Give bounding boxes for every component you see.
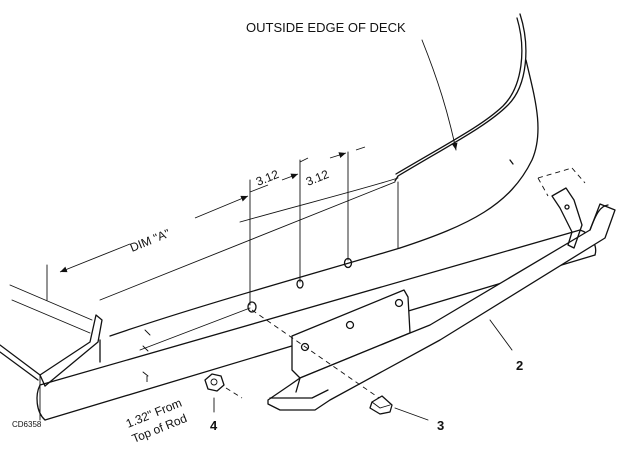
left-flange [0, 284, 103, 421]
callout-3: 3 [437, 418, 444, 433]
nut [204, 373, 243, 399]
callout-4: 4 [210, 418, 218, 433]
drawing-code: CD6358 [12, 420, 42, 429]
deck-edge-curve [394, 13, 527, 182]
bracket-hole-2 [345, 320, 355, 330]
rod-offset-marker [139, 307, 251, 382]
extension-lines [46, 151, 349, 306]
callout-leaders [213, 319, 513, 421]
baffle-skid [267, 203, 616, 411]
dim-312-lines [249, 146, 366, 193]
dim-a-label: DIM "A" [128, 226, 172, 255]
dim-312-label-2: 3.12 [304, 167, 331, 189]
skirt-hole-1 [247, 301, 257, 313]
deck-edge-label: OUTSIDE EDGE OF DECK [246, 20, 406, 35]
bolt [251, 309, 393, 415]
deck-edge-leader [421, 39, 458, 151]
skirt-hole-4 [509, 159, 514, 165]
end-bracket-hole [564, 204, 570, 210]
callout-2: 2 [516, 358, 523, 373]
deck-skirt [109, 59, 539, 337]
right-end-bracket [537, 167, 586, 249]
dim-a-line [59, 195, 249, 273]
bracket-hole-3 [394, 298, 404, 308]
dim-a-extension [99, 181, 396, 301]
bracket-hole-1 [300, 342, 310, 352]
